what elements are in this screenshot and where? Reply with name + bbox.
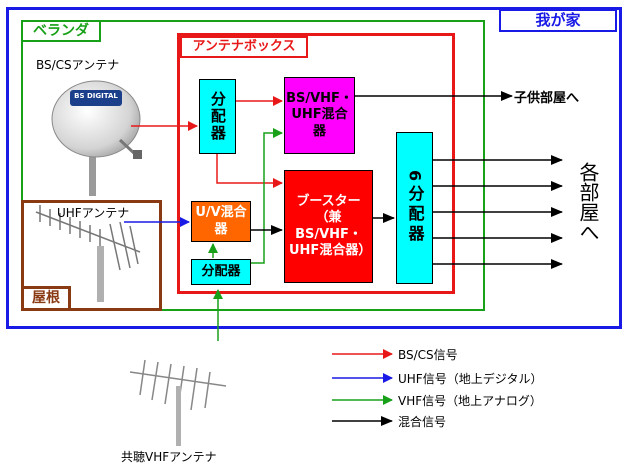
bs-cs-dish-icon: [51, 80, 142, 196]
antenna-box-frame: [177, 33, 455, 294]
shared-vhf-antenna-icon: [129, 359, 227, 446]
legend-label-uhf: UHF信号（地上デジタル）: [398, 372, 543, 386]
shared-vhf-antenna-label: 共聴VHFアンテナ: [121, 450, 217, 464]
legend-label-bs-cs: BS/CS信号: [398, 348, 458, 362]
legend-label-mixed: 混合信号: [398, 415, 447, 429]
uv-mixer: U/V混合器: [191, 201, 251, 242]
booster: ブースター（兼BS/VHF・UHF混合器）: [284, 170, 373, 283]
bs-cs-antenna-label: BS/CSアンテナ: [36, 58, 120, 72]
antenna-box-label: アンテナボックス: [180, 36, 308, 58]
splitter-to-bs-mixer-line: [251, 128, 283, 264]
roof-label: 屋根: [21, 286, 71, 311]
kids-room-label: 子供部屋へ: [514, 91, 580, 106]
veranda-label: ベランダ: [21, 20, 101, 42]
house-label: 我が家: [499, 9, 617, 32]
splitter-top: 分配器: [199, 79, 236, 154]
uhf-antenna-icon: [35, 205, 141, 302]
legend-label-vhf: VHF信号（地上アナログ）: [398, 394, 542, 408]
dish-brand-label: BS DIGITAL: [74, 92, 118, 100]
six-splitter: 6分配器: [396, 132, 433, 284]
splitter-bottom: 分配器: [191, 259, 251, 285]
house-frame: [6, 7, 622, 329]
bs-vhf-uhf-mixer: BS/VHF・UHF混合器: [284, 77, 355, 154]
uhf-antenna-label: UHFアンテナ: [57, 206, 130, 220]
veranda-frame: [21, 20, 485, 311]
each-room-label: 各部屋へ: [576, 162, 600, 242]
splitter-to-booster-line: [216, 154, 283, 188]
